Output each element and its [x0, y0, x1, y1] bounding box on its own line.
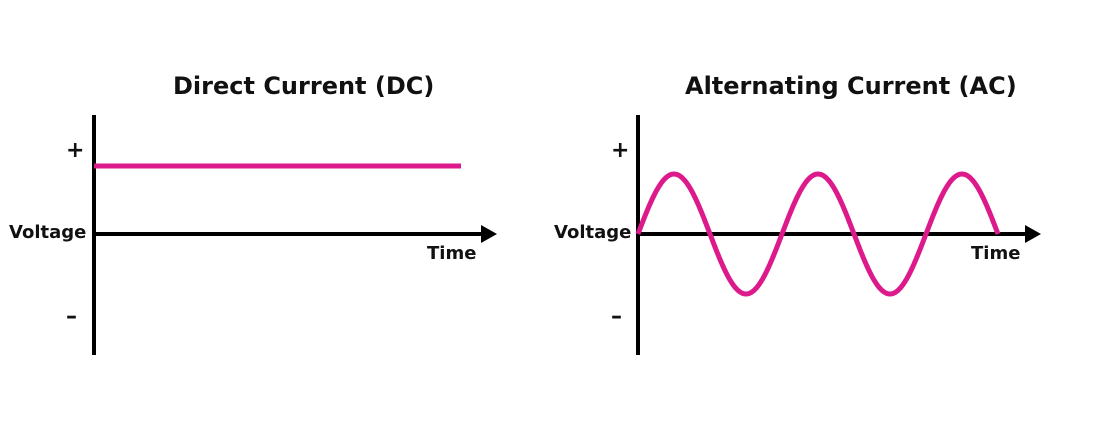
ac-plus-sign: +: [611, 138, 630, 163]
ac-time-label: Time: [971, 243, 1021, 264]
dc-title: Direct Current (DC): [173, 72, 435, 100]
ac-time-axis-arrow-icon: [1025, 225, 1041, 243]
ac-plot-area: [635, 115, 1041, 355]
dc-voltage-label: Voltage: [9, 222, 87, 243]
ac-title: Alternating Current (AC): [685, 72, 1017, 100]
dc-diagram: Direct Current (DC) + Voltage Time –: [0, 0, 540, 444]
ac-voltage-label: Voltage: [554, 222, 632, 243]
ac-minus-sign: –: [611, 304, 622, 329]
ac-signal-sine-wave: [635, 171, 1001, 297]
ac-diagram: Alternating Current (AC) + Voltage Time …: [540, 0, 1100, 444]
dc-plus-sign: +: [66, 138, 85, 163]
dc-plot-area: [92, 115, 497, 355]
dc-time-label: Time: [427, 243, 477, 264]
dc-minus-sign: –: [66, 304, 77, 329]
dc-time-axis-arrow-icon: [481, 225, 497, 243]
